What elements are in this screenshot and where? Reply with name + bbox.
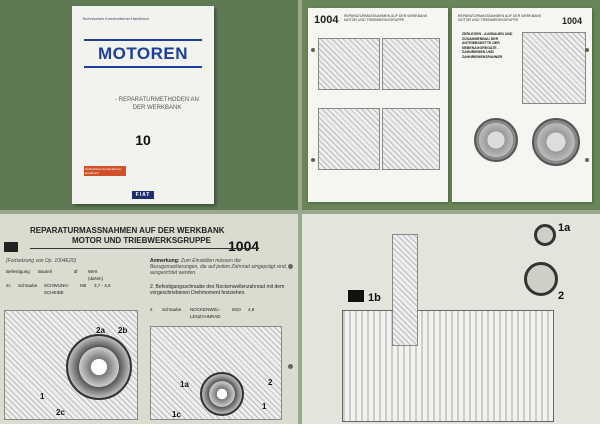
detail-header-line2: MOTOR UND TRIEBWERKSGRUPPE xyxy=(72,236,211,245)
engine-drawing xyxy=(318,108,380,170)
right-page-code: 1004 xyxy=(562,16,583,26)
punch-hole xyxy=(288,364,293,369)
punch-hole xyxy=(288,264,293,269)
manual-cover: Technisches Kundendienst-Handbuch MOTORE… xyxy=(72,6,214,204)
col-header: Ø xyxy=(74,269,78,274)
engine-drawing xyxy=(318,38,380,90)
left-page: 1004 REPARATURMASSNAHMEN AUF DER WERKBAN… xyxy=(308,8,448,202)
gear-drawing xyxy=(532,118,580,166)
cylinder-head-drawing xyxy=(342,310,554,422)
cell: M8 xyxy=(80,283,87,288)
table-header-row: Befestigung Bauteil Ø Wert (daNm) xyxy=(6,268,116,282)
table-row: 2 Schraube NOCKENWEL-LENZAHNRAD M10 4,9 xyxy=(150,306,258,320)
cell: Schraube xyxy=(162,307,182,312)
right-page: REPARATURMASSNAHMEN AUF DER WERKBANK MOT… xyxy=(452,8,592,202)
col-header: Wert (daNm) xyxy=(88,269,104,281)
engine-drawing xyxy=(382,108,440,170)
cover-title: MOTOREN xyxy=(97,44,189,63)
note-label: Anmerkung: xyxy=(150,258,180,264)
cover-rule xyxy=(84,39,202,41)
left-page-code: 1004 xyxy=(314,14,339,26)
cover-subtitle: - REPARATURMETHODEN AN DER WERKBANK xyxy=(115,97,199,111)
cell: 3,7 - 4,6 xyxy=(94,283,111,288)
callout-2: 2 xyxy=(268,378,273,387)
cell: 4,9 xyxy=(248,307,255,312)
engine-drawing xyxy=(382,38,440,90)
detail-header-line1: REPARATURMASSNAHMEN AUF DER WERKBANK xyxy=(30,226,225,235)
header-rule xyxy=(30,248,258,249)
callout-1c: 1c xyxy=(172,410,181,419)
continuation-note: (Fortsetzung von Op. 1004E20) xyxy=(6,258,77,264)
cell: 2c xyxy=(6,283,11,288)
step-2-text: 2. Befestigungsschraube des Nockenwellen… xyxy=(150,284,285,296)
detail-photo: REPARATURMASSNAHMEN AUF DER WERKBANK MOT… xyxy=(0,214,298,424)
left-page-header: REPARATURMASSNAHMEN AUF DER WERKBANK MOT… xyxy=(344,14,428,22)
punch-hole xyxy=(311,158,315,162)
torque-table-2: 2 Schraube NOCKENWEL-LENZAHNRAD M10 4,9 xyxy=(150,306,258,320)
cover-number: 10 xyxy=(135,132,151,148)
punch-hole xyxy=(311,48,315,52)
note-text: Zum Einstellen müssen die Bezugsmarkieru… xyxy=(150,258,288,276)
cover-band-text: Technisches Kundendienst-Handbuch xyxy=(85,167,122,175)
cell: NOCKENWEL-LENZAHNRAD xyxy=(190,307,221,319)
cover-band: Technisches Kundendienst-Handbuch xyxy=(84,166,126,176)
callout-2b: 2b xyxy=(118,326,128,335)
gear-drawing xyxy=(474,118,518,162)
camshaft-gear xyxy=(200,372,244,416)
valve-seal-part xyxy=(534,224,556,246)
detail-code: 1004 xyxy=(228,238,260,254)
cover-rule xyxy=(84,66,202,68)
callout-2: 2 xyxy=(558,290,565,302)
fiat-logo: FIAT xyxy=(132,191,154,199)
cell: Schraube xyxy=(18,283,38,288)
cover-photo: Technisches Kundendienst-Handbuch MOTORE… xyxy=(0,0,298,210)
callout-1a: 1a xyxy=(180,380,189,389)
valve-spring-seat-part xyxy=(524,262,558,296)
callout-1: 1 xyxy=(40,392,45,401)
cover-top-text: Technisches Kundendienst-Handbuch xyxy=(82,16,150,21)
torque-table: Befestigung Bauteil Ø Wert (daNm) 2c Sch… xyxy=(6,268,116,296)
flywheel-gear xyxy=(66,334,132,400)
spread-photo: 1004 REPARATURMASSNAHMEN AUF DER WERKBAN… xyxy=(302,0,600,210)
punch-hole xyxy=(585,158,589,162)
col-header: Befestigung xyxy=(6,269,30,274)
callout-1a: 1a xyxy=(558,222,571,234)
right-page-header: REPARATURMASSNAHMEN AUF DER WERKBANK MOT… xyxy=(458,14,542,22)
col-header: Bauteil xyxy=(38,269,52,274)
punch-hole xyxy=(585,48,589,52)
callout-2a: 2a xyxy=(96,326,105,335)
right-page-block: ZERLEGEN - AUSBAUEN UND ZUSAMMENBAU DER … xyxy=(462,32,513,59)
cell: 2 xyxy=(150,307,153,312)
wrench-icon xyxy=(348,290,364,302)
cell: M10 xyxy=(232,307,241,312)
valve-tool-drawing xyxy=(392,234,418,346)
closeup-photo: 1a 1b 2 xyxy=(302,214,600,424)
note-block: Anmerkung: Zum Einstellen müssen die Bez… xyxy=(150,258,290,276)
table-row: 2c Schraube SCHWUNG-SCHEIBE M8 3,7 - 4,6 xyxy=(6,282,116,296)
callout-2c: 2c xyxy=(56,408,65,417)
cell: SCHWUNG-SCHEIBE xyxy=(44,283,70,295)
wrench-icon xyxy=(4,242,18,252)
engine-drawing xyxy=(522,32,586,104)
callout-1b: 1b xyxy=(368,292,381,304)
callout-1-right: 1 xyxy=(262,402,267,411)
